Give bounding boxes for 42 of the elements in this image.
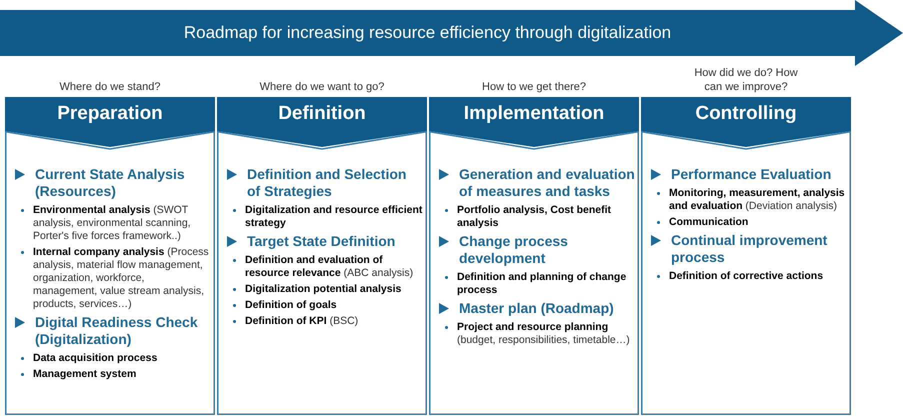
roadmap-arrow xyxy=(0,0,903,66)
section-heading: Change process development xyxy=(459,233,569,267)
question-text: How did we do? How can we improve? xyxy=(693,66,799,94)
section-heading: Master plan (Roadmap) xyxy=(459,300,614,317)
section-heading: Digital Readiness Check (Digitalization) xyxy=(35,314,199,348)
bullet-text: Communication xyxy=(669,216,748,229)
content-panel xyxy=(641,131,851,415)
bullet-text: Monitoring, measurement, analysis and evaluation (Deviation analysis) xyxy=(669,187,846,213)
bullet-text: Definition of goals xyxy=(245,299,337,312)
bullet-text: Definition and evaluation of resource relevance (ABC analysis) xyxy=(245,254,414,280)
content-panel xyxy=(429,131,639,415)
bullet-text: Data acquisition process xyxy=(33,352,158,365)
phase-title: Controlling xyxy=(694,102,798,126)
section-heading: Continual improvement process xyxy=(671,232,828,266)
question-text: Where do we stand? xyxy=(58,80,162,94)
bullet-text: Project and resource planning (budget, responsibilities, timetable…) xyxy=(457,321,631,347)
bullet-text: Management system xyxy=(33,368,136,381)
section-heading: Target State Definition xyxy=(247,233,396,250)
content-panel xyxy=(5,131,215,415)
question-text: How to we get there? xyxy=(481,80,587,94)
section-heading: Performance Evaluation xyxy=(671,166,832,183)
phase-title: Definition xyxy=(277,102,367,126)
phase-header-banner xyxy=(429,97,639,147)
bullet-text: Internal company analysis (Process analysis, material flow management, organization, workforce, management, value stream analysis, products, services…) xyxy=(33,246,210,311)
section-heading: Definition and Selection of Strategies xyxy=(247,166,408,200)
question-text: Where do we want to go? xyxy=(258,80,386,94)
bullet-text: Portfolio analysis, Cost benefit analysis xyxy=(457,204,612,230)
phase-header-banner xyxy=(5,97,215,147)
content-panel xyxy=(217,131,427,415)
bullet-text: Digitalization potential analysis xyxy=(245,283,402,296)
section-heading: Generation and evaluation of measures and tasks xyxy=(459,166,635,200)
bullet-text: Definition of KPI (BSC) xyxy=(245,315,358,328)
phase-header-banner xyxy=(217,97,427,147)
section-heading: Current State Analysis (Resources) xyxy=(35,166,186,200)
bullet-text: Definition of corrective actions xyxy=(669,270,824,283)
roadmap-title: Roadmap for increasing resource efficiency through digitalization xyxy=(182,22,672,44)
phase-title: Implementation xyxy=(462,102,606,126)
phase-header-banner xyxy=(641,97,851,147)
bullet-text: Digitalization and resource efficient strategy xyxy=(245,204,423,230)
bullet-text: Environmental analysis (SWOT analysis, environmental scanning, Porter's five forces framework..) xyxy=(33,204,192,243)
phase-title: Preparation xyxy=(56,102,164,126)
bullet-text: Definition and planning of change process xyxy=(457,271,628,297)
